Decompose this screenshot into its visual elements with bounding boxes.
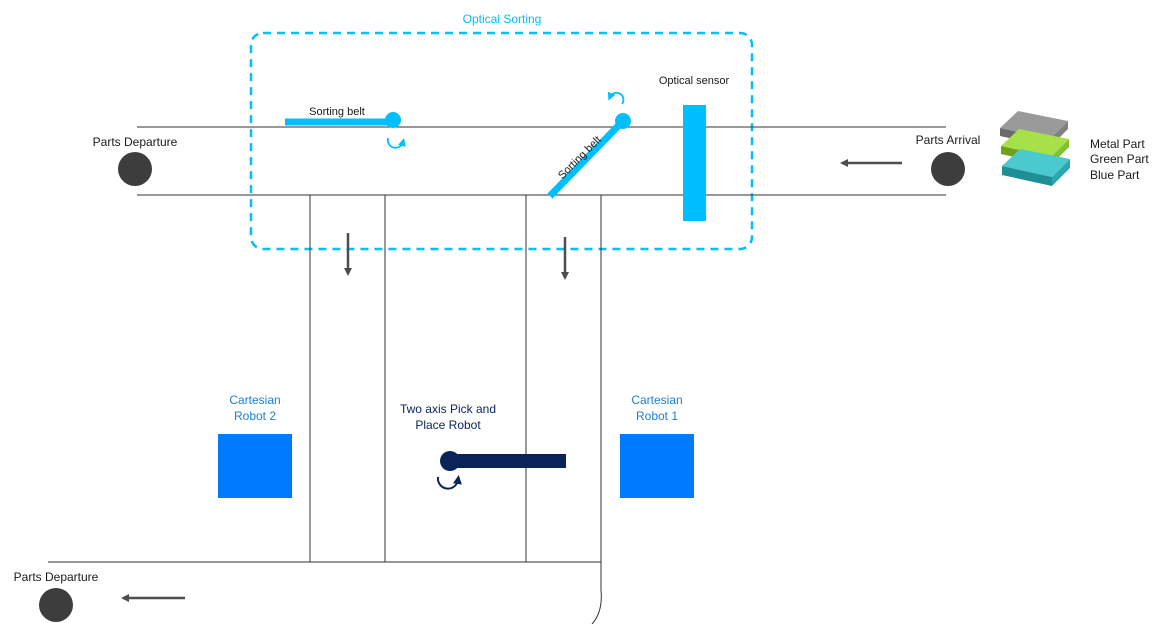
- rotate-ccw-icon: [386, 137, 406, 149]
- sorting-belt-right: [547, 118, 626, 199]
- sorting-belt-right-pivot: [615, 113, 631, 129]
- optical-sensor: [683, 105, 706, 221]
- part-tile-icon: [1002, 149, 1070, 186]
- sorting-belt-right-label: Sorting belt: [556, 134, 604, 182]
- sorting-belt-left-pivot: [385, 112, 401, 128]
- parts-legend-blue: Blue Part: [1090, 168, 1140, 182]
- station-arrival: [931, 152, 965, 186]
- cartesian-robot-2: [218, 434, 292, 498]
- station-departure-top-label: Parts Departure: [93, 135, 178, 149]
- pick-place-robot-arm: [449, 454, 566, 468]
- pick-place-robot-pivot: [440, 451, 460, 471]
- rotate-cw-icon: [607, 91, 625, 105]
- parts-stack: [1000, 111, 1070, 186]
- lane-right-curve: [591, 589, 602, 625]
- pick-place-robot-label-line2: Place Robot: [415, 418, 481, 432]
- optical-sorting-title: Optical Sorting: [463, 12, 542, 26]
- station-departure-top: [118, 152, 152, 186]
- rotate-ccw-icon: [436, 475, 462, 490]
- pick-place-robot-label-line1: Two axis Pick and: [400, 402, 496, 416]
- cartesian-robot-1-label-line1: Cartesian: [631, 393, 682, 407]
- cartesian-robot-2-label-line1: Cartesian: [229, 393, 280, 407]
- parts-legend-green: Green Part: [1090, 152, 1149, 166]
- station-arrival-label: Parts Arrival: [916, 133, 981, 147]
- station-departure-bottom: [39, 588, 73, 622]
- parts-legend-metal: Metal Part: [1090, 137, 1145, 151]
- cartesian-robot-1-label-line2: Robot 1: [636, 409, 678, 423]
- sorting-belt-left-label: Sorting belt: [309, 106, 365, 118]
- cartesian-robot-2-label-line2: Robot 2: [234, 409, 276, 423]
- station-departure-bottom-label: Parts Departure: [14, 570, 99, 584]
- cartesian-robot-1: [620, 434, 694, 498]
- optical-sensor-label: Optical sensor: [659, 75, 730, 87]
- optical-sorting-region: [249, 31, 754, 251]
